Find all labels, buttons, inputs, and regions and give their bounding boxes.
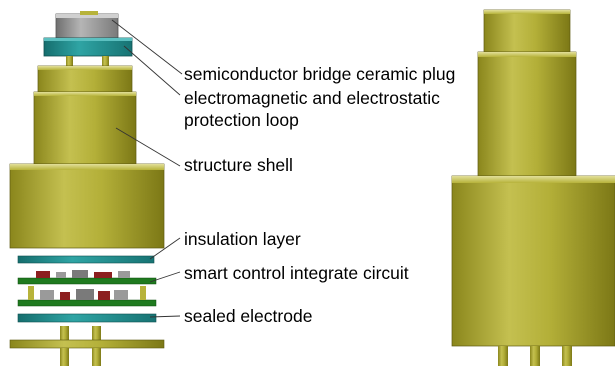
- labels: semiconductor bridge ceramic plug electr…: [184, 64, 455, 326]
- label-protection-loop-line1: electromagnetic and electrostatic: [184, 88, 440, 108]
- insulation-layer: [17, 255, 155, 264]
- ceramic-plug: [55, 11, 119, 39]
- control-circuit: [17, 270, 157, 307]
- assembled-detonator: [451, 9, 615, 366]
- label-ceramic-plug: semiconductor bridge ceramic plug: [184, 64, 455, 84]
- label-sealed-electrode: sealed electrode: [184, 306, 312, 326]
- loop-pin: [102, 56, 109, 66]
- structure-shell: [9, 65, 165, 249]
- label-insulation-layer: insulation layer: [184, 229, 301, 249]
- protection-loop: [43, 37, 133, 57]
- leader-lines: [111, 19, 183, 318]
- loop-pin: [66, 56, 73, 66]
- label-control-circuit: smart control integrate circuit: [184, 263, 409, 283]
- sealed-electrode: [9, 313, 165, 366]
- label-protection-loop-line2: protection loop: [184, 110, 299, 130]
- label-structure-shell: structure shell: [184, 155, 293, 175]
- exploded-assembly: [9, 11, 165, 366]
